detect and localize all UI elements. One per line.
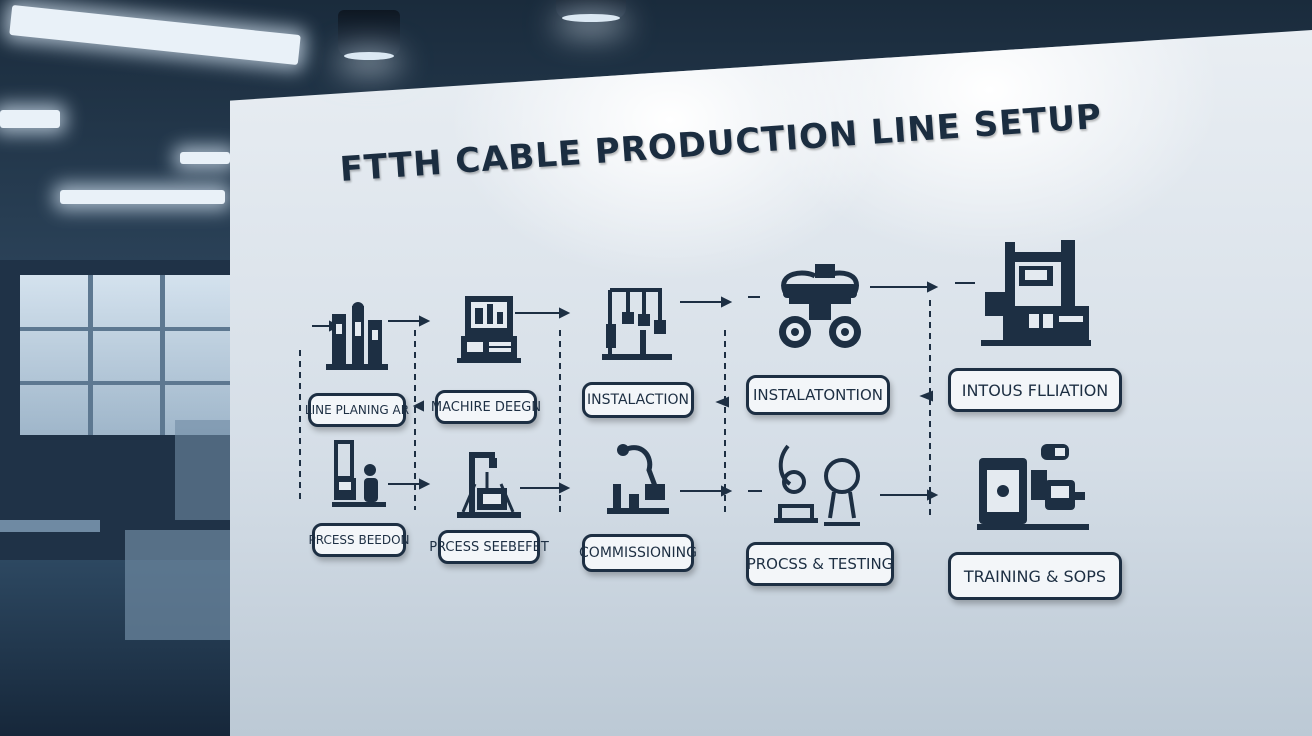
workbench (175, 420, 230, 520)
planning-machine-icon (326, 302, 388, 370)
ceiling-light (60, 190, 225, 204)
workbench (125, 530, 230, 640)
step-label: TRAINING & SOPS (948, 552, 1122, 600)
operator-station-icon (332, 440, 386, 507)
step-label: COMMISSIONING (579, 534, 697, 572)
spotlight-icon (556, 0, 626, 22)
step-label: PRCESS SEEBEFET (429, 530, 549, 564)
machine-design-icon (457, 296, 521, 363)
step-label: INSTALATONTION (746, 375, 890, 415)
robotic-arm-icon (607, 444, 669, 514)
step-label: INTOUS FLLIATION (948, 368, 1122, 412)
step-label: LINE PLANING AR (305, 393, 409, 427)
background-window (20, 275, 235, 435)
ceiling-light (180, 152, 230, 164)
production-plant-icon (981, 240, 1091, 346)
installation-rig-icon (602, 288, 672, 360)
step-label: INSTALACTION (582, 382, 694, 418)
workbench (0, 520, 100, 532)
training-workstation-icon (977, 444, 1089, 530)
step-label: MACHIRE DEEGN (431, 390, 541, 424)
cable-reel-machine-icon (779, 264, 861, 348)
crane-assembly-icon (457, 452, 521, 518)
spotlight-icon (338, 10, 400, 60)
ceiling-light (0, 110, 60, 128)
testing-equipment-icon (774, 444, 860, 526)
step-label: PROCSS & TESTING (746, 542, 894, 586)
step-label: PRCESS BEEDON (308, 523, 410, 557)
